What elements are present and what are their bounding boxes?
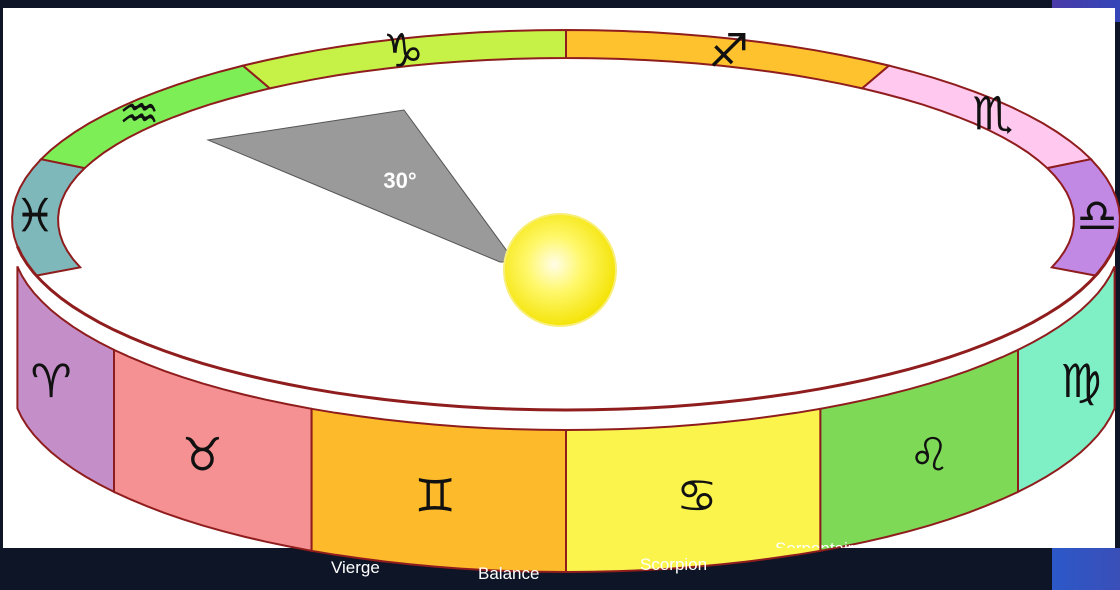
label-scorpion: Scorpion — [640, 555, 707, 575]
label-vierge: Vierge — [331, 558, 380, 578]
sign-glyph-cancer: ♋︎ — [676, 469, 717, 523]
sign-glyph-leo: ♌︎ — [909, 427, 950, 481]
sign-glyph-virgo: ♍︎ — [1060, 354, 1101, 408]
lower-sign-gemini: ♊︎ — [312, 409, 566, 572]
label-balance: Balance — [478, 564, 539, 584]
sign-glyph-aries: ♈︎ — [31, 354, 72, 408]
angle-label: 30° — [383, 168, 416, 193]
sign-glyph-sagittarius: ♐︎ — [708, 23, 749, 77]
sign-glyph-scorpio: ♏︎ — [972, 86, 1013, 140]
sign-glyph-taurus: ♉︎ — [182, 427, 223, 481]
sign-glyph-gemini: ♊︎ — [414, 469, 455, 523]
sign-glyph-libra: ♎︎ — [1076, 188, 1117, 242]
sign-glyph-aquarius: ♒︎ — [119, 86, 160, 140]
sign-glyph-pisces: ♓︎ — [14, 188, 55, 242]
sign-glyph-capricorn: ♑︎ — [383, 23, 424, 77]
sun — [504, 214, 616, 326]
label-serpentaire: Serpentaire — [775, 536, 863, 548]
